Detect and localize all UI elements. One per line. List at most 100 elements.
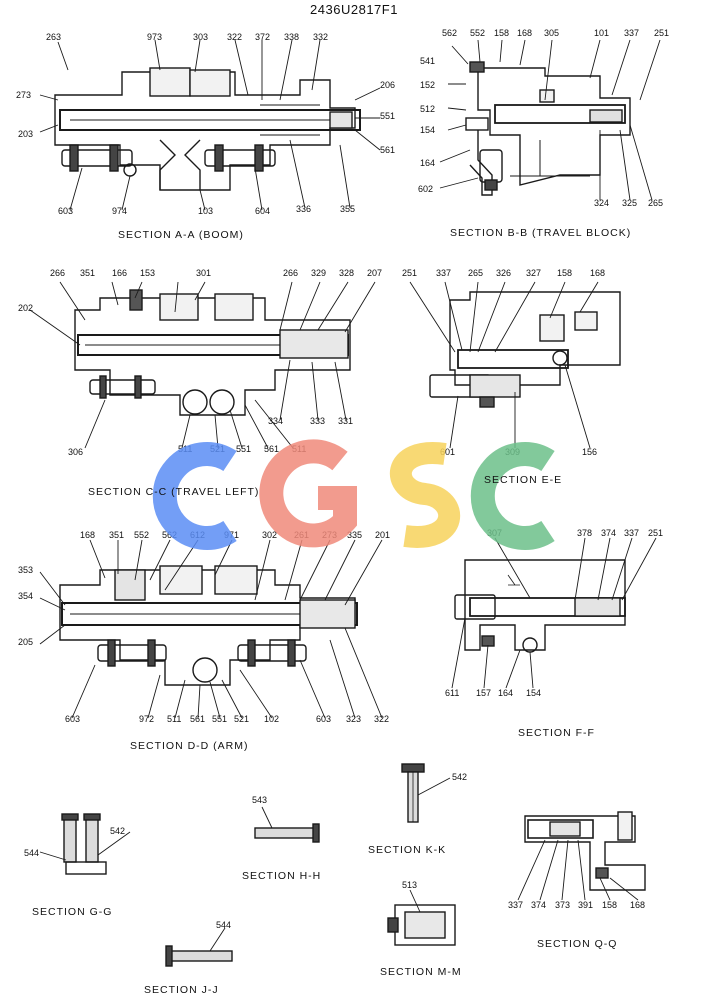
callout-label: 265: [468, 268, 483, 278]
callout-label: 251: [402, 268, 417, 278]
callout-label: 561: [380, 145, 395, 155]
section-title: SECTION H-H: [242, 870, 322, 882]
section-f-f-drawing: [451, 537, 657, 689]
callout-label: 351: [80, 268, 95, 278]
callout-label: 158: [494, 28, 509, 38]
callout-label: 273: [16, 90, 31, 100]
callout-label: 265: [648, 198, 663, 208]
callout-label: 334: [268, 416, 283, 426]
callout-label: 561: [190, 714, 205, 724]
callout-label: 152: [420, 80, 435, 90]
callout-label: 604: [255, 206, 270, 216]
callout-label: 337: [436, 268, 451, 278]
callout-label: 328: [339, 268, 354, 278]
callout-label: 972: [139, 714, 154, 724]
callout-label: 561: [264, 444, 279, 454]
callout-label: 552: [134, 530, 149, 540]
callout-label: 541: [420, 56, 435, 66]
callout-label: 374: [601, 528, 616, 538]
callout-label: 251: [654, 28, 669, 38]
section-title: SECTION G-G: [32, 906, 113, 918]
section-title: SECTION A-A (BOOM): [118, 229, 244, 241]
section-m-m-drawing: [387, 889, 456, 946]
callout-label: 351: [109, 530, 124, 540]
callout-label: 168: [590, 268, 605, 278]
callout-label: 331: [338, 416, 353, 426]
callout-label: 201: [375, 530, 390, 540]
callout-label: 551: [236, 444, 251, 454]
section-title: SECTION C-C (TRAVEL LEFT): [88, 486, 260, 498]
callout-label: 602: [418, 184, 433, 194]
cgsc-watermark: [152, 439, 555, 550]
callout-label: 562: [442, 28, 457, 38]
callout-label: 206: [380, 80, 395, 90]
callout-label: 354: [18, 591, 33, 601]
callout-label: 207: [367, 268, 382, 278]
callout-label: 337: [624, 28, 639, 38]
callout-label: 603: [65, 714, 80, 724]
watermark-letter-s: [389, 442, 461, 548]
callout-label: 263: [46, 32, 61, 42]
section-title: SECTION F-F: [518, 727, 595, 739]
callout-label: 153: [140, 268, 155, 278]
callout-label: 511: [167, 714, 181, 724]
callout-label: 327: [526, 268, 541, 278]
callout-label: 353: [18, 565, 33, 575]
callout-label: 551: [380, 111, 395, 121]
callout-label: 338: [284, 32, 299, 42]
section-title: SECTION D-D (ARM): [130, 740, 249, 752]
section-d-d-drawing: [39, 539, 383, 719]
callout-label: 336: [296, 204, 311, 214]
section-a-a-drawing: [39, 39, 381, 211]
callout-label: 168: [517, 28, 532, 38]
callout-label: 302: [262, 530, 277, 540]
callout-label: 323: [346, 714, 361, 724]
callout-label: 157: [476, 688, 491, 698]
section-b-b-drawing: [439, 39, 661, 201]
section-q-q-drawing: [517, 811, 646, 901]
callout-label: 101: [594, 28, 609, 38]
callout-label: 355: [340, 204, 355, 214]
callout-label: 322: [374, 714, 389, 724]
callout-label: 164: [498, 688, 513, 698]
callout-label: 552: [470, 28, 485, 38]
section-title: SECTION B-B (TRAVEL BLOCK): [450, 227, 632, 239]
callout-label: 512: [420, 104, 435, 114]
section-h-h-drawing: [254, 806, 320, 843]
callout-label: 154: [420, 125, 435, 135]
callout-label: 158: [602, 900, 617, 910]
section-c-c-drawing: [29, 281, 376, 449]
callout-label: 544: [24, 848, 39, 858]
section-j-j-drawing: [165, 927, 233, 967]
callout-label: 306: [68, 447, 83, 457]
callout-label: 551: [212, 714, 227, 724]
callout-label: 168: [80, 530, 95, 540]
callout-label: 158: [557, 268, 572, 278]
callout-label: 329: [311, 268, 326, 278]
callout-label: 205: [18, 637, 33, 647]
callout-label: 337: [624, 528, 639, 538]
callout-label: 335: [347, 530, 362, 540]
callout-label: 337: [508, 900, 523, 910]
callout-label: 373: [555, 900, 570, 910]
section-title: SECTION J-J: [144, 984, 219, 996]
callout-label: 301: [196, 268, 211, 278]
callout-label: 303: [193, 32, 208, 42]
section-title: SECTION E-E: [484, 474, 563, 486]
callout-label: 391: [578, 900, 593, 910]
section-k-k-drawing: [401, 763, 451, 823]
document-number: 2436U2817F1: [310, 2, 398, 17]
callout-label: 374: [531, 900, 546, 910]
watermark-letter-c: [470, 442, 555, 550]
section-title: SECTION M-M: [380, 966, 462, 978]
watermark-letter-c: [152, 442, 237, 550]
callout-label: 372: [255, 32, 270, 42]
callout-label: 378: [577, 528, 592, 538]
callout-label: 333: [310, 416, 325, 426]
callout-label: 102: [264, 714, 279, 724]
callout-label: 324: [594, 198, 609, 208]
callout-label: 251: [648, 528, 663, 538]
callout-label: 601: [440, 447, 455, 457]
callout-label: 168: [630, 900, 645, 910]
callout-label: 603: [316, 714, 331, 724]
